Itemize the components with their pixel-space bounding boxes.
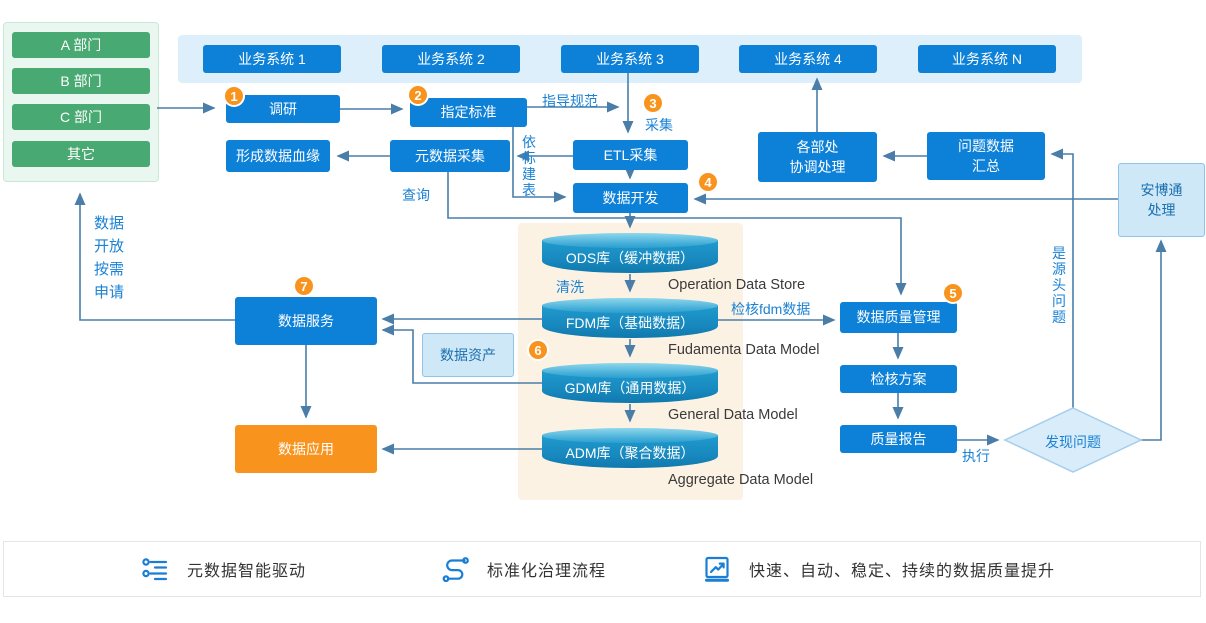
metadata-collect-node: 元数据采集 [390, 140, 510, 172]
business-system-2: 业务系统 2 [382, 45, 520, 73]
collect-label: 采集 [645, 117, 673, 133]
legend-metadata: 元数据智能驱动 [141, 542, 306, 596]
decision-diamond-shape [1003, 407, 1143, 473]
check-fdm-label: 检核fdm数据 [731, 301, 811, 317]
trend-chart-icon [705, 556, 729, 582]
legend-quality-label: 快速、自动、稳定、持续的数据质量提升 [749, 563, 1056, 580]
source-issue-label: 是源头问题 [1052, 245, 1066, 325]
step-6-badge: 6 [527, 339, 549, 361]
adm-label: ADM库（聚合数据） [565, 445, 695, 461]
set-standard-node: 指定标准 [410, 98, 527, 127]
data-lineage-node: 形成数据血缘 [226, 140, 330, 172]
adm-en-label: Aggregate Data Model [668, 472, 814, 488]
adm-cylinder: ADM库（聚合数据） [542, 428, 718, 468]
step-4-badge: 4 [697, 171, 719, 193]
business-system-4: 业务系统 4 [739, 45, 877, 73]
legend-bar: 元数据智能驱动 标准化治理流程 快速、自动、稳定、持续的数据质量提升 [3, 541, 1201, 597]
found-issue-node: 发现问题 [1045, 434, 1101, 450]
step-5-badge: 5 [942, 282, 964, 304]
cylinder-top [542, 233, 718, 248]
department-b: B 部门 [12, 68, 150, 94]
gdm-label: GDM库（通用数据） [564, 380, 696, 396]
legend-metadata-label: 元数据智能驱动 [187, 563, 307, 580]
cylinder-top [542, 428, 718, 443]
cylinder-top [542, 363, 718, 378]
step-7-badge: 7 [293, 275, 315, 297]
ods-en-label: Operation Data Store [668, 277, 806, 293]
department-c: C 部门 [12, 104, 150, 130]
ods-label: ODS库（缓冲数据） [565, 250, 695, 266]
build-table-label: 依标建表 [522, 134, 536, 198]
step-1-badge: 1 [223, 85, 245, 107]
legend-quality: 快速、自动、稳定、持续的数据质量提升 [703, 542, 1055, 596]
research-node: 调研 [226, 95, 340, 123]
data-service-node: 数据服务 [235, 297, 377, 345]
step-3-badge: 3 [642, 92, 664, 114]
dept-coordinate-node: 各部处 协调处理 [758, 132, 877, 182]
departments-panel: A 部门 B 部门 C 部门 其它 [3, 22, 159, 182]
cylinder-top [542, 298, 718, 313]
business-system-1: 业务系统 1 [203, 45, 341, 73]
data-asset-node: 数据资产 [422, 333, 514, 377]
fdm-label: FDM库（基础数据） [565, 315, 695, 331]
business-system-3: 业务系统 3 [561, 45, 699, 73]
issue-summary-node: 问题数据 汇总 [927, 132, 1045, 180]
step-2-badge: 2 [407, 84, 429, 106]
flow-route-icon [442, 557, 469, 582]
gdm-en-label: General Data Model [668, 407, 798, 423]
department-other: 其它 [12, 141, 150, 167]
data-app-node: 数据应用 [235, 425, 377, 473]
business-system-n: 业务系统 N [918, 45, 1056, 73]
open-apply-label: 数据 开放 按需 申请 [94, 215, 125, 301]
etl-collect-node: ETL采集 [573, 140, 688, 170]
fdm-en-label: Fudamenta Data Model [668, 342, 820, 358]
legend-process: 标准化治理流程 [441, 542, 606, 596]
abt-handle-node: 安博通 处理 [1118, 163, 1205, 237]
dq-mgmt-node: 数据质量管理 [840, 302, 957, 333]
metadata-list-icon [142, 558, 168, 581]
ods-cylinder: ODS库（缓冲数据） [542, 233, 718, 273]
check-plan-node: 检核方案 [840, 365, 957, 393]
guide-label: 指导规范 [542, 93, 598, 109]
clean-label: 清洗 [556, 279, 584, 295]
gdm-cylinder: GDM库（通用数据） [542, 363, 718, 403]
data-dev-node: 数据开发 [573, 183, 688, 213]
execute-label: 执行 [962, 448, 990, 464]
fdm-cylinder: FDM库（基础数据） [542, 298, 718, 338]
query-label: 查询 [402, 187, 430, 203]
department-a: A 部门 [12, 32, 150, 58]
quality-report-node: 质量报告 [840, 425, 957, 453]
legend-process-label: 标准化治理流程 [487, 563, 607, 580]
